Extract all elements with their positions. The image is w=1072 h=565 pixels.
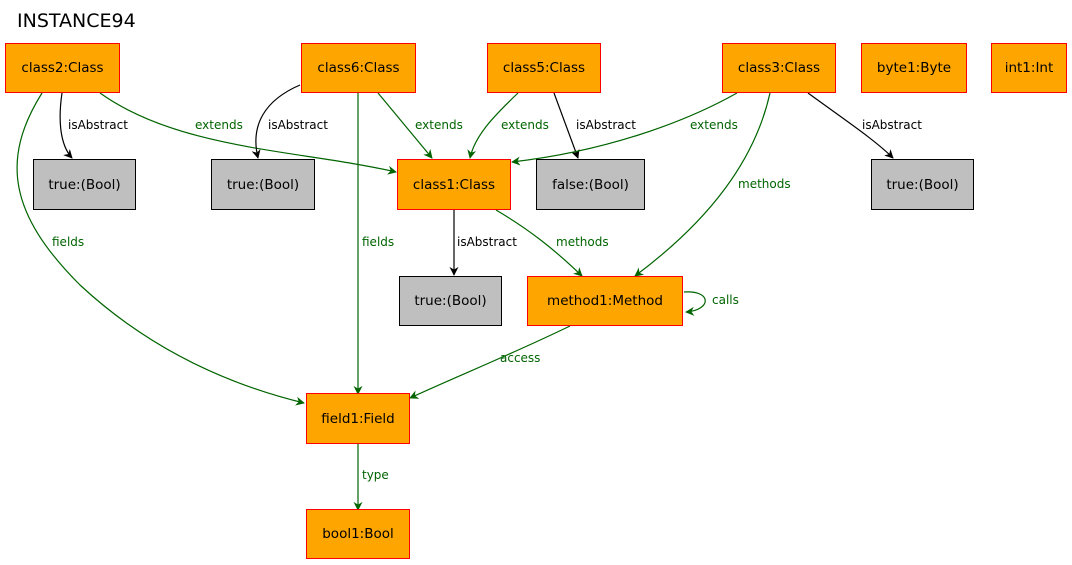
edge-class6-extends (377, 92, 433, 159)
edge-class5-isabstract (553, 92, 580, 159)
label-class5-isabstract: isAbstract (576, 118, 636, 132)
label-method1-calls: calls (712, 293, 739, 307)
edge-class3-methods (634, 92, 771, 277)
label-class6-extends: extends (415, 118, 463, 132)
node-class5: class5:Class (487, 43, 601, 93)
label-class3-extends: extends (690, 118, 738, 132)
value-class5-isabstract: false:(Bool) (536, 159, 645, 210)
label-class5-extends: extends (501, 118, 549, 132)
node-class2: class2:Class (5, 43, 120, 93)
value-class3-isabstract: true:(Bool) (871, 159, 974, 210)
label-class1-methods: methods (556, 235, 609, 249)
edge-class6-isabstract (251, 84, 301, 159)
label-method1-access: access (500, 351, 540, 365)
edge-class3-extends (511, 92, 738, 166)
node-class1: class1:Class (397, 159, 511, 210)
edge-class2-fields (16, 92, 305, 406)
label-class3-isabstract: isAbstract (862, 118, 922, 132)
value-class6-isabstract: true:(Bool) (211, 159, 315, 210)
label-class2-fields: fields (52, 235, 84, 249)
label-class1-isabstract: isAbstract (457, 235, 517, 249)
label-class6-fields: fields (362, 235, 394, 249)
edge-method1-calls (683, 291, 706, 316)
value-class2-isabstract: true:(Bool) (33, 159, 136, 210)
node-method1: method1:Method (527, 276, 683, 326)
diagram-title: INSTANCE94 (17, 10, 136, 32)
label-class6-isabstract: isAbstract (268, 118, 328, 132)
node-bool1: bool1:Bool (306, 509, 410, 559)
label-class2-isabstract: isAbstract (68, 118, 128, 132)
label-field1-type: type (362, 468, 389, 482)
label-class3-methods: methods (738, 177, 791, 191)
label-class2-extends: extends (195, 118, 243, 132)
node-byte1: byte1:Byte (861, 43, 967, 93)
node-class6: class6:Class (301, 43, 416, 93)
node-int1: int1:Int (991, 43, 1067, 93)
edge-class1-methods (495, 209, 583, 277)
value-class1-isabstract: true:(Bool) (399, 276, 502, 326)
node-field1: field1:Field (306, 393, 410, 444)
edge-class2-isabstract (59, 92, 73, 159)
edge-class5-extends (467, 92, 519, 159)
edge-method1-access (409, 325, 571, 399)
edge-class3-isabstract (807, 92, 894, 159)
node-class3: class3:Class (722, 43, 836, 93)
